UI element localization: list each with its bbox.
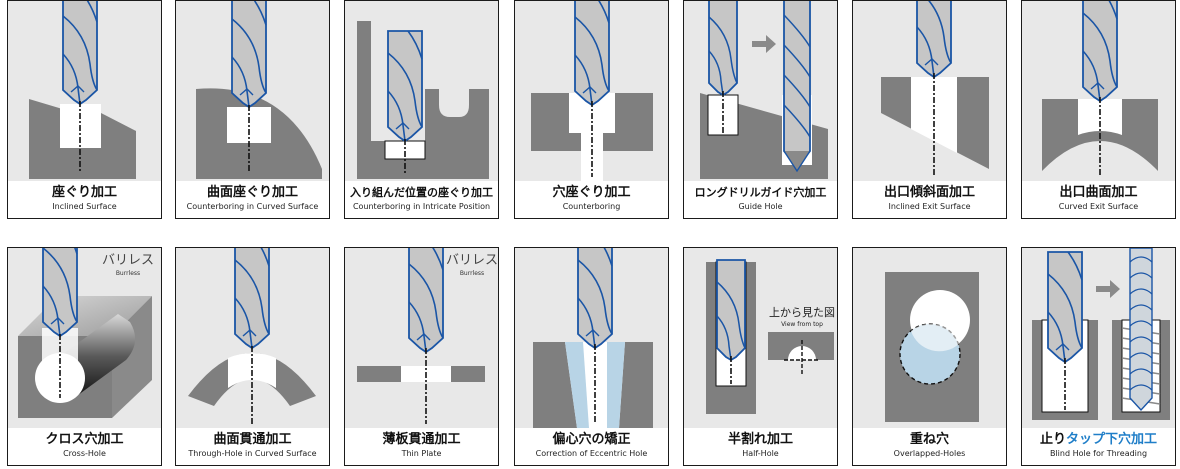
inclined-exit-illustration — [853, 1, 1006, 181]
card-overlapped-holes: 重ね穴 Overlapped-Holes — [852, 247, 1007, 466]
overlapped-holes-illustration — [853, 248, 1006, 428]
card-title: 入り組んだ位置の座ぐり加工 — [350, 186, 493, 199]
drill-icon — [234, 248, 270, 349]
arrow-right-icon — [752, 35, 776, 53]
card-subtitle: Overlapped-Holes — [893, 449, 966, 458]
card-title: 薄板貫通加工 — [382, 432, 461, 447]
burrless-en-label: Burrless — [460, 270, 484, 277]
card-subtitle: Half-Hole — [742, 449, 779, 458]
card-counterboring-intricate: 入り組んだ位置の座ぐり加工 Counterboring in Intricate … — [344, 0, 499, 219]
eccentric-hole-illustration — [515, 248, 668, 428]
card-subtitle: Counterboring — [562, 202, 621, 211]
card-title: 半割れ加工 — [727, 432, 793, 447]
card-title: 重ね穴 — [909, 432, 949, 447]
card-subtitle: Counterboring in Intricate Position — [352, 202, 491, 211]
card-curved-exit: 出口曲面加工 Curved Exit Surface — [1021, 0, 1176, 219]
view-from-top-jp-label: 上から見た図 — [769, 306, 835, 319]
guide-hole-illustration — [684, 1, 837, 181]
card-subtitle: Guide Hole — [738, 202, 783, 211]
card-guide-hole: ロングドリルガイド穴加工 Guide Hole — [683, 0, 838, 219]
thin-plate-illustration: バリレス Burrless — [345, 248, 498, 428]
tap-icon — [1129, 248, 1153, 412]
through-hole-curved-illustration — [176, 248, 329, 428]
long-drill-icon — [783, 1, 811, 172]
card-thin-plate: バリレス Burrless 薄板貫通加工 Thin Plate — [344, 247, 499, 466]
arrow-right-icon — [1096, 280, 1120, 298]
card-subtitle: Counterboring in Curved Surface — [186, 202, 319, 211]
card-counterboring: 穴座ぐり加工 Counterboring — [514, 0, 669, 219]
burrless-jp-label: バリレス — [102, 253, 154, 268]
inclined-surface-illustration — [8, 1, 161, 181]
card-title-highlight: タップ下穴加工 — [1066, 432, 1158, 447]
card-blind-hole-threading: 止りタップ下穴加工 Blind Hole for Threading — [1021, 247, 1176, 466]
drill-icon — [1082, 1, 1118, 102]
drill-icon — [916, 1, 952, 78]
card-title: 曲面貫通加工 — [213, 432, 292, 447]
card-title: 座ぐり加工 — [51, 185, 117, 200]
card-cross-hole: バリレス Burrless クロス穴加工 Cross-Hole — [7, 247, 162, 466]
view-from-top-en-label: View from top — [781, 321, 823, 328]
card-subtitle: Cross-Hole — [63, 449, 106, 458]
card-title: ロングドリルガイド穴加工 — [694, 186, 827, 199]
card-inclined-surface: 座ぐり加工 Inclined Surface — [7, 0, 162, 219]
card-title-prefix: 止り — [1039, 432, 1066, 447]
drill-icon — [574, 1, 610, 106]
drill-icon — [62, 1, 98, 105]
half-hole-illustration: 上から見た図 View from top — [684, 248, 837, 428]
card-title: 止りタップ下穴加工 — [1022, 431, 1175, 448]
counterboring-curved-illustration — [176, 1, 329, 181]
drill-icon — [42, 248, 78, 337]
drill-icon — [716, 259, 746, 361]
cross-hole-illustration: バリレス Burrless — [8, 248, 161, 428]
drill-icon — [577, 248, 613, 349]
card-title: 出口傾斜面加工 — [883, 185, 975, 200]
card-subtitle: Curved Exit Surface — [1058, 202, 1139, 211]
card-subtitle: Inclined Surface — [52, 202, 117, 211]
card-title: 曲面座ぐり加工 — [206, 185, 298, 200]
counterboring-intricate-illustration — [345, 1, 498, 181]
burrless-jp-label: バリレス — [446, 253, 498, 268]
drill-icon — [408, 248, 444, 353]
card-through-hole-curved: 曲面貫通加工 Through-Hole in Curved Surface — [175, 247, 330, 466]
card-inclined-exit: 出口傾斜面加工 Inclined Exit Surface — [852, 0, 1007, 219]
card-title: クロス穴加工 — [45, 432, 124, 447]
card-title: 偏心穴の矯正 — [552, 432, 631, 447]
card-eccentric-hole: 偏心穴の矯正 Correction of Eccentric Hole — [514, 247, 669, 466]
card-subtitle: Through-Hole in Curved Surface — [188, 449, 317, 458]
drill-icon — [231, 1, 267, 108]
drill-icon — [1047, 251, 1083, 363]
card-subtitle: Inclined Exit Surface — [888, 202, 971, 211]
card-subtitle: Correction of Eccentric Hole — [535, 449, 648, 458]
counterboring-illustration — [515, 1, 668, 181]
curved-exit-illustration — [1022, 1, 1175, 181]
drill-icon — [387, 30, 423, 142]
card-counterboring-curved: 曲面座ぐり加工 Counterboring in Curved Surface — [175, 0, 330, 219]
card-subtitle: Thin Plate — [401, 449, 442, 458]
burrless-en-label: Burrless — [116, 270, 140, 277]
card-half-hole: 上から見た図 View from top 半割れ加工 Half-Hole — [683, 247, 838, 466]
blind-hole-threading-illustration — [1022, 248, 1175, 428]
drill-icon — [708, 1, 738, 96]
card-title: 穴座ぐり加工 — [552, 185, 631, 200]
card-subtitle: Blind Hole for Threading — [1049, 449, 1148, 458]
card-title: 出口曲面加工 — [1059, 185, 1138, 200]
